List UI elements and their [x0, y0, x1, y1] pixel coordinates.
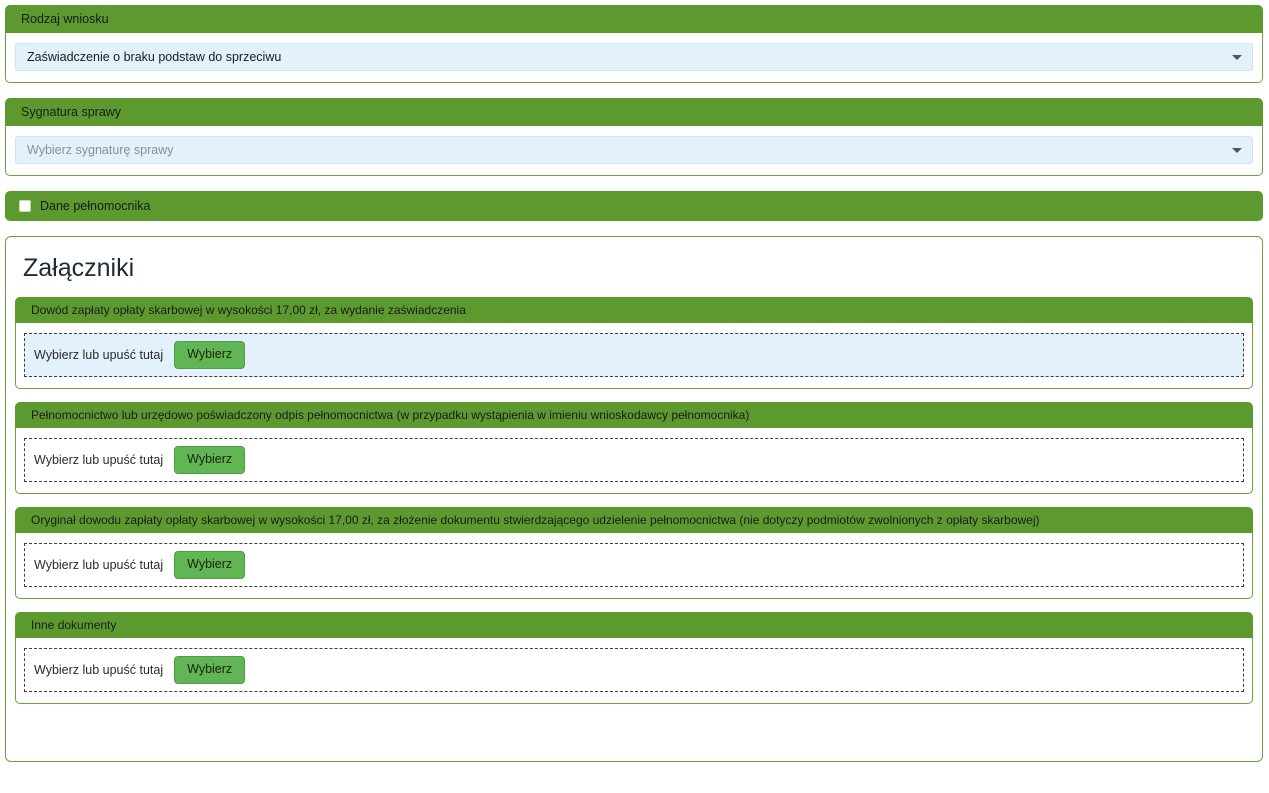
attachment-card: Wybierz lub upuść tutaj Wybierz [15, 638, 1253, 704]
chevron-down-icon[interactable] [1232, 55, 1242, 60]
request-type-value: Zaświadczenie o braku podstaw do sprzeci… [27, 50, 282, 64]
chevron-down-icon[interactable] [1232, 148, 1242, 153]
case-signature-value: Wybierz sygnaturę sprawy [27, 143, 174, 157]
choose-file-button[interactable]: Wybierz [174, 656, 246, 684]
attachment-body: Wybierz lub upuść tutaj Wybierz [16, 638, 1252, 703]
proxy-data-label: Dane pełnomocnika [40, 199, 151, 213]
attachment-header: Pełnomocnictwo lub urzędowo poświadczony… [15, 402, 1253, 428]
request-type-card: Zaświadczenie o braku podstaw do sprzeci… [5, 33, 1263, 83]
attachment-card: Wybierz lub upuść tutaj Wybierz [15, 428, 1253, 494]
attachments-panel: Załączniki Dowód zapłaty opłaty skarbowe… [5, 236, 1263, 762]
case-signature-section: Sygnatura sprawy Wybierz sygnaturę spraw… [5, 98, 1263, 176]
proxy-data-toggle[interactable]: Dane pełnomocnika [5, 191, 1263, 221]
file-dropzone[interactable]: Wybierz lub upuść tutaj Wybierz [24, 333, 1244, 377]
choose-file-button[interactable]: Wybierz [174, 446, 246, 474]
attachment-body: Wybierz lub upuść tutaj Wybierz [16, 533, 1252, 598]
request-type-select[interactable]: Zaświadczenie o braku podstaw do sprzeci… [15, 43, 1253, 71]
choose-file-button[interactable]: Wybierz [174, 551, 246, 579]
case-signature-header: Sygnatura sprawy [5, 98, 1263, 126]
request-type-body: Zaświadczenie o braku podstaw do sprzeci… [6, 33, 1262, 82]
file-dropzone[interactable]: Wybierz lub upuść tutaj Wybierz [24, 648, 1244, 692]
attachment-header: Inne dokumenty [15, 612, 1253, 638]
request-type-section: Rodzaj wniosku Zaświadczenie o braku pod… [5, 5, 1263, 83]
attachment-body: Wybierz lub upuść tutaj Wybierz [16, 323, 1252, 388]
file-dropzone[interactable]: Wybierz lub upuść tutaj Wybierz [24, 543, 1244, 587]
attachment-item: Dowód zapłaty opłaty skarbowej w wysokoś… [15, 297, 1253, 389]
attachment-card: Wybierz lub upuść tutaj Wybierz [15, 533, 1253, 599]
dropzone-label: Wybierz lub upuść tutaj [34, 348, 164, 362]
dropzone-label: Wybierz lub upuść tutaj [34, 453, 164, 467]
file-dropzone[interactable]: Wybierz lub upuść tutaj Wybierz [24, 438, 1244, 482]
attachment-header: Dowód zapłaty opłaty skarbowej w wysokoś… [15, 297, 1253, 323]
request-type-header: Rodzaj wniosku [5, 5, 1263, 33]
choose-file-button[interactable]: Wybierz [174, 341, 246, 369]
case-signature-card: Wybierz sygnaturę sprawy [5, 126, 1263, 176]
proxy-data-checkbox[interactable] [19, 200, 31, 212]
case-signature-body: Wybierz sygnaturę sprawy [6, 126, 1262, 175]
attachment-body: Wybierz lub upuść tutaj Wybierz [16, 428, 1252, 493]
case-signature-select[interactable]: Wybierz sygnaturę sprawy [15, 136, 1253, 164]
attachment-item: Inne dokumenty Wybierz lub upuść tutaj W… [15, 612, 1253, 704]
attachment-item: Pełnomocnictwo lub urzędowo poświadczony… [15, 402, 1253, 494]
attachment-item: Oryginał dowodu zapłaty opłaty skarbowej… [15, 507, 1253, 599]
dropzone-label: Wybierz lub upuść tutaj [34, 663, 164, 677]
attachments-title: Załączniki [23, 254, 135, 282]
dropzone-label: Wybierz lub upuść tutaj [34, 558, 164, 572]
attachment-header: Oryginał dowodu zapłaty opłaty skarbowej… [15, 507, 1253, 533]
attachment-card: Wybierz lub upuść tutaj Wybierz [15, 323, 1253, 389]
